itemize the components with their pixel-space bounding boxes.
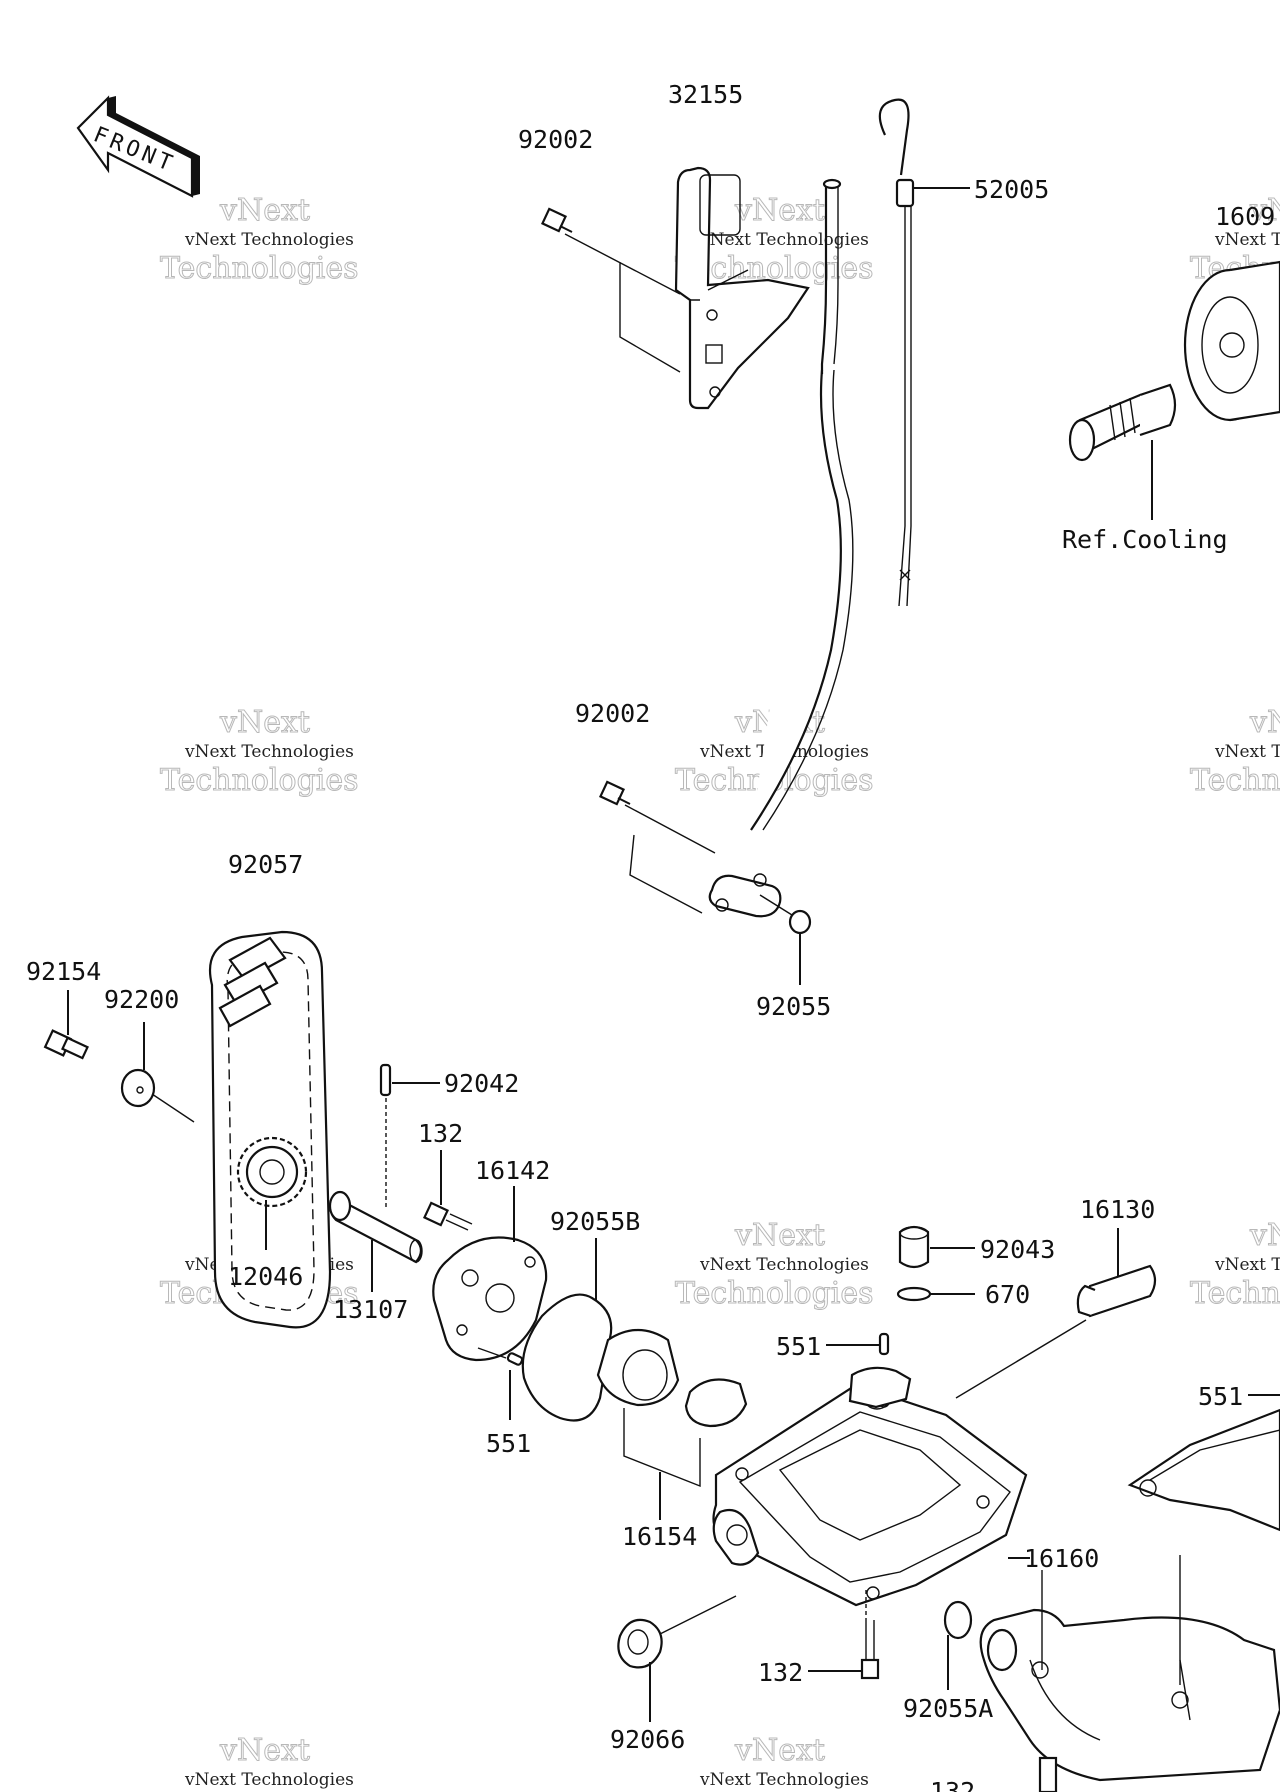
bolt-92002-top <box>541 207 681 373</box>
watermark-text: vNext Technologies <box>1214 742 1280 762</box>
pin-92043 <box>898 1225 975 1269</box>
part-label-551: 551 <box>1198 1382 1243 1411</box>
part-label-551: 551 <box>776 1332 821 1361</box>
part-label-132: 132 <box>418 1119 463 1148</box>
watermark-text: vNext <box>1249 705 1280 740</box>
watermark-text: vNext <box>734 1733 825 1768</box>
oil-pump-chain-92057 <box>208 930 332 1329</box>
part-label-551: 551 <box>486 1429 531 1458</box>
watermark: vNext vNext Technologies Technologies <box>1190 705 1280 799</box>
dowel-551-b <box>477 1347 524 1420</box>
part-labels: 32155 92002 52005 1609 Ref.Cooling 92002… <box>26 80 1275 1792</box>
watermark-text: vNext <box>1249 193 1280 228</box>
bracket-32155 <box>674 166 810 410</box>
washer-92200 <box>120 1022 195 1123</box>
watermark-text: vNext Technologies <box>184 1770 354 1790</box>
part-label-16130: 16130 <box>1080 1195 1155 1224</box>
oil-filter-1609 <box>1183 260 1280 422</box>
part-label-92055: 92055 <box>756 992 831 1021</box>
part-label-132: 132 <box>930 1777 975 1792</box>
pump-body-16160 <box>712 1366 1030 1607</box>
watermark: vNext vNext Technologies Technologies <box>675 1218 875 1312</box>
watermark-text: Technologies <box>160 763 359 798</box>
part-label-16142: 16142 <box>475 1156 550 1185</box>
part-label-670: 670 <box>985 1280 1030 1309</box>
bolt-92154 <box>43 990 89 1060</box>
watermark-text: Technologies <box>160 251 359 286</box>
part-label-ref-cooling: Ref.Cooling <box>1062 525 1228 554</box>
part-label-16154: 16154 <box>622 1522 697 1551</box>
gasket-92055B <box>521 1238 613 1422</box>
front-arrow-icon: FRONT <box>76 95 200 198</box>
watermark-text: vNext <box>219 705 310 740</box>
part-label-92200: 92200 <box>104 985 179 1014</box>
part-label-1609: 1609 <box>1215 202 1275 231</box>
watermark-text: vNext <box>734 193 825 228</box>
oil-strainer <box>979 1555 1280 1792</box>
plug-92066 <box>617 1595 737 1722</box>
part-label-132: 132 <box>758 1658 803 1687</box>
part-label-16160: 16160 <box>1024 1544 1099 1573</box>
watermark-text: vNext Technologies <box>1214 1255 1280 1275</box>
bolt-132-a <box>423 1150 473 1231</box>
dipstick-52005 <box>878 98 970 607</box>
part-label-92002: 92002 <box>518 125 593 154</box>
part-label-92042: 92042 <box>444 1069 519 1098</box>
part-label-92043: 92043 <box>980 1235 1055 1264</box>
watermark-text: vNext Technologies <box>184 742 354 762</box>
watermark: vNext vNext Technologies <box>699 1733 869 1791</box>
bolt-132-b <box>808 1590 880 1680</box>
watermark-text: vNext Technologies <box>1214 230 1280 250</box>
part-label-92055B: 92055B <box>550 1207 640 1236</box>
part-label-32155: 32155 <box>668 80 743 109</box>
dowel-551-a <box>826 1332 890 1356</box>
watermark-text: vNext <box>1249 1218 1280 1253</box>
part-label-52005: 52005 <box>974 175 1049 204</box>
part-label-92057: 92057 <box>228 850 303 879</box>
pin-92042 <box>379 1063 440 1210</box>
part-label-12046: 12046 <box>228 1262 303 1291</box>
rotor-set-16154 <box>596 1329 748 1520</box>
oil-union-fitting <box>1068 383 1177 520</box>
part-label-13107: 13107 <box>333 1295 408 1324</box>
pump-cover-16142 <box>432 1186 548 1362</box>
part-label-92055A: 92055A <box>903 1694 993 1723</box>
watermark-text: vNext Technologies <box>184 230 354 250</box>
watermark-text: vNext <box>219 193 310 228</box>
watermark: vNext vNext Technologies <box>184 1733 354 1791</box>
sprocket-12046 <box>236 1136 308 1250</box>
watermark: vNext vNext Technologies Technologies <box>1190 1218 1280 1312</box>
watermark-text: vNext <box>734 1218 825 1253</box>
watermark-text: vNext Technologies <box>699 1255 869 1275</box>
watermark-text: Technologies <box>1190 763 1280 798</box>
part-label-92066: 92066 <box>610 1725 685 1754</box>
o-ring-92055A <box>943 1600 973 1690</box>
o-ring-670 <box>896 1286 975 1302</box>
part-label-92002: 92002 <box>575 699 650 728</box>
watermark-text: vNext Technologies <box>699 230 869 250</box>
watermark-text: vNext <box>219 1733 310 1768</box>
watermark-text: vNext Technologies <box>699 1770 869 1790</box>
dipstick-tube <box>708 178 854 918</box>
relief-valve-16130 <box>955 1228 1157 1399</box>
watermark: vNext vNext Technologies Technologies <box>160 705 360 799</box>
o-ring-92055 <box>759 894 812 985</box>
bolt-92002-mid <box>599 780 716 914</box>
secondary-pump-body <box>1127 1394 1280 1532</box>
watermark-text: Technologies <box>1190 1276 1280 1311</box>
shaft-13107 <box>328 1190 423 1292</box>
watermark-text: Technologies <box>675 1276 874 1311</box>
watermark: vNext vNext Technologies Technologies <box>160 193 360 287</box>
part-label-92154: 92154 <box>26 957 101 986</box>
